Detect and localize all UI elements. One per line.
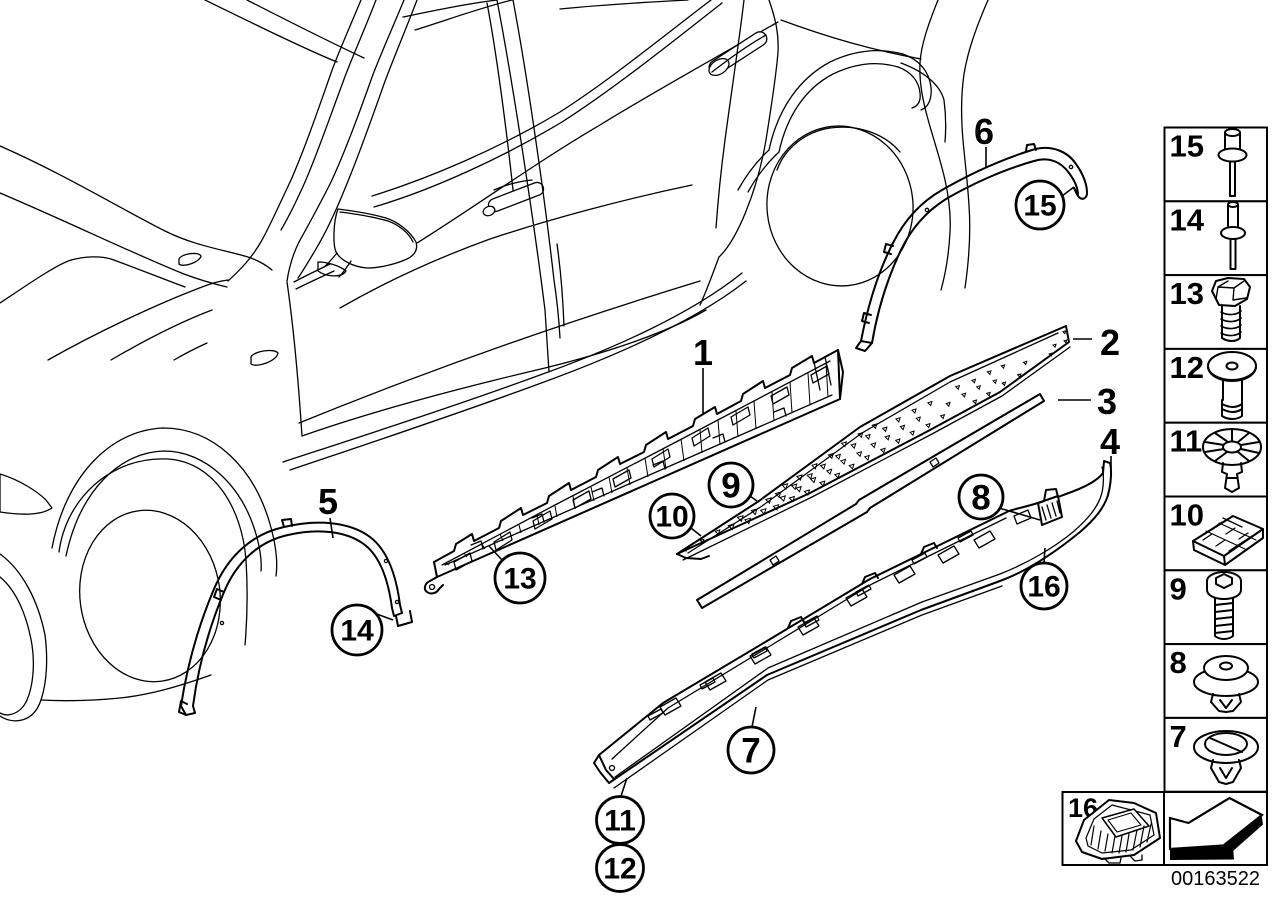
svg-text:6: 6	[974, 111, 994, 152]
svg-text:9: 9	[721, 466, 740, 505]
svg-text:16: 16	[1027, 571, 1060, 604]
svg-text:1: 1	[693, 332, 713, 373]
svg-text:8: 8	[1170, 645, 1187, 680]
svg-text:11: 11	[604, 805, 636, 838]
svg-text:10: 10	[655, 501, 688, 534]
svg-text:14: 14	[1170, 202, 1205, 237]
svg-text:3: 3	[1097, 381, 1117, 422]
svg-text:7: 7	[741, 731, 760, 770]
svg-text:8: 8	[971, 478, 990, 517]
svg-text:2: 2	[1100, 322, 1120, 363]
svg-text:13: 13	[1170, 276, 1204, 311]
svg-text:11: 11	[1170, 424, 1203, 459]
svg-text:13: 13	[503, 563, 536, 596]
svg-text:10: 10	[1170, 498, 1204, 533]
svg-text:4: 4	[1100, 421, 1120, 462]
svg-text:9: 9	[1170, 571, 1187, 606]
svg-text:5: 5	[318, 481, 338, 522]
svg-text:7: 7	[1170, 719, 1187, 754]
svg-text:15: 15	[1170, 129, 1204, 164]
svg-text:15: 15	[1023, 190, 1056, 223]
svg-text:00163522: 00163522	[1171, 868, 1260, 890]
svg-text:12: 12	[1170, 350, 1204, 385]
svg-text:12: 12	[603, 853, 636, 886]
svg-text:14: 14	[340, 615, 374, 648]
